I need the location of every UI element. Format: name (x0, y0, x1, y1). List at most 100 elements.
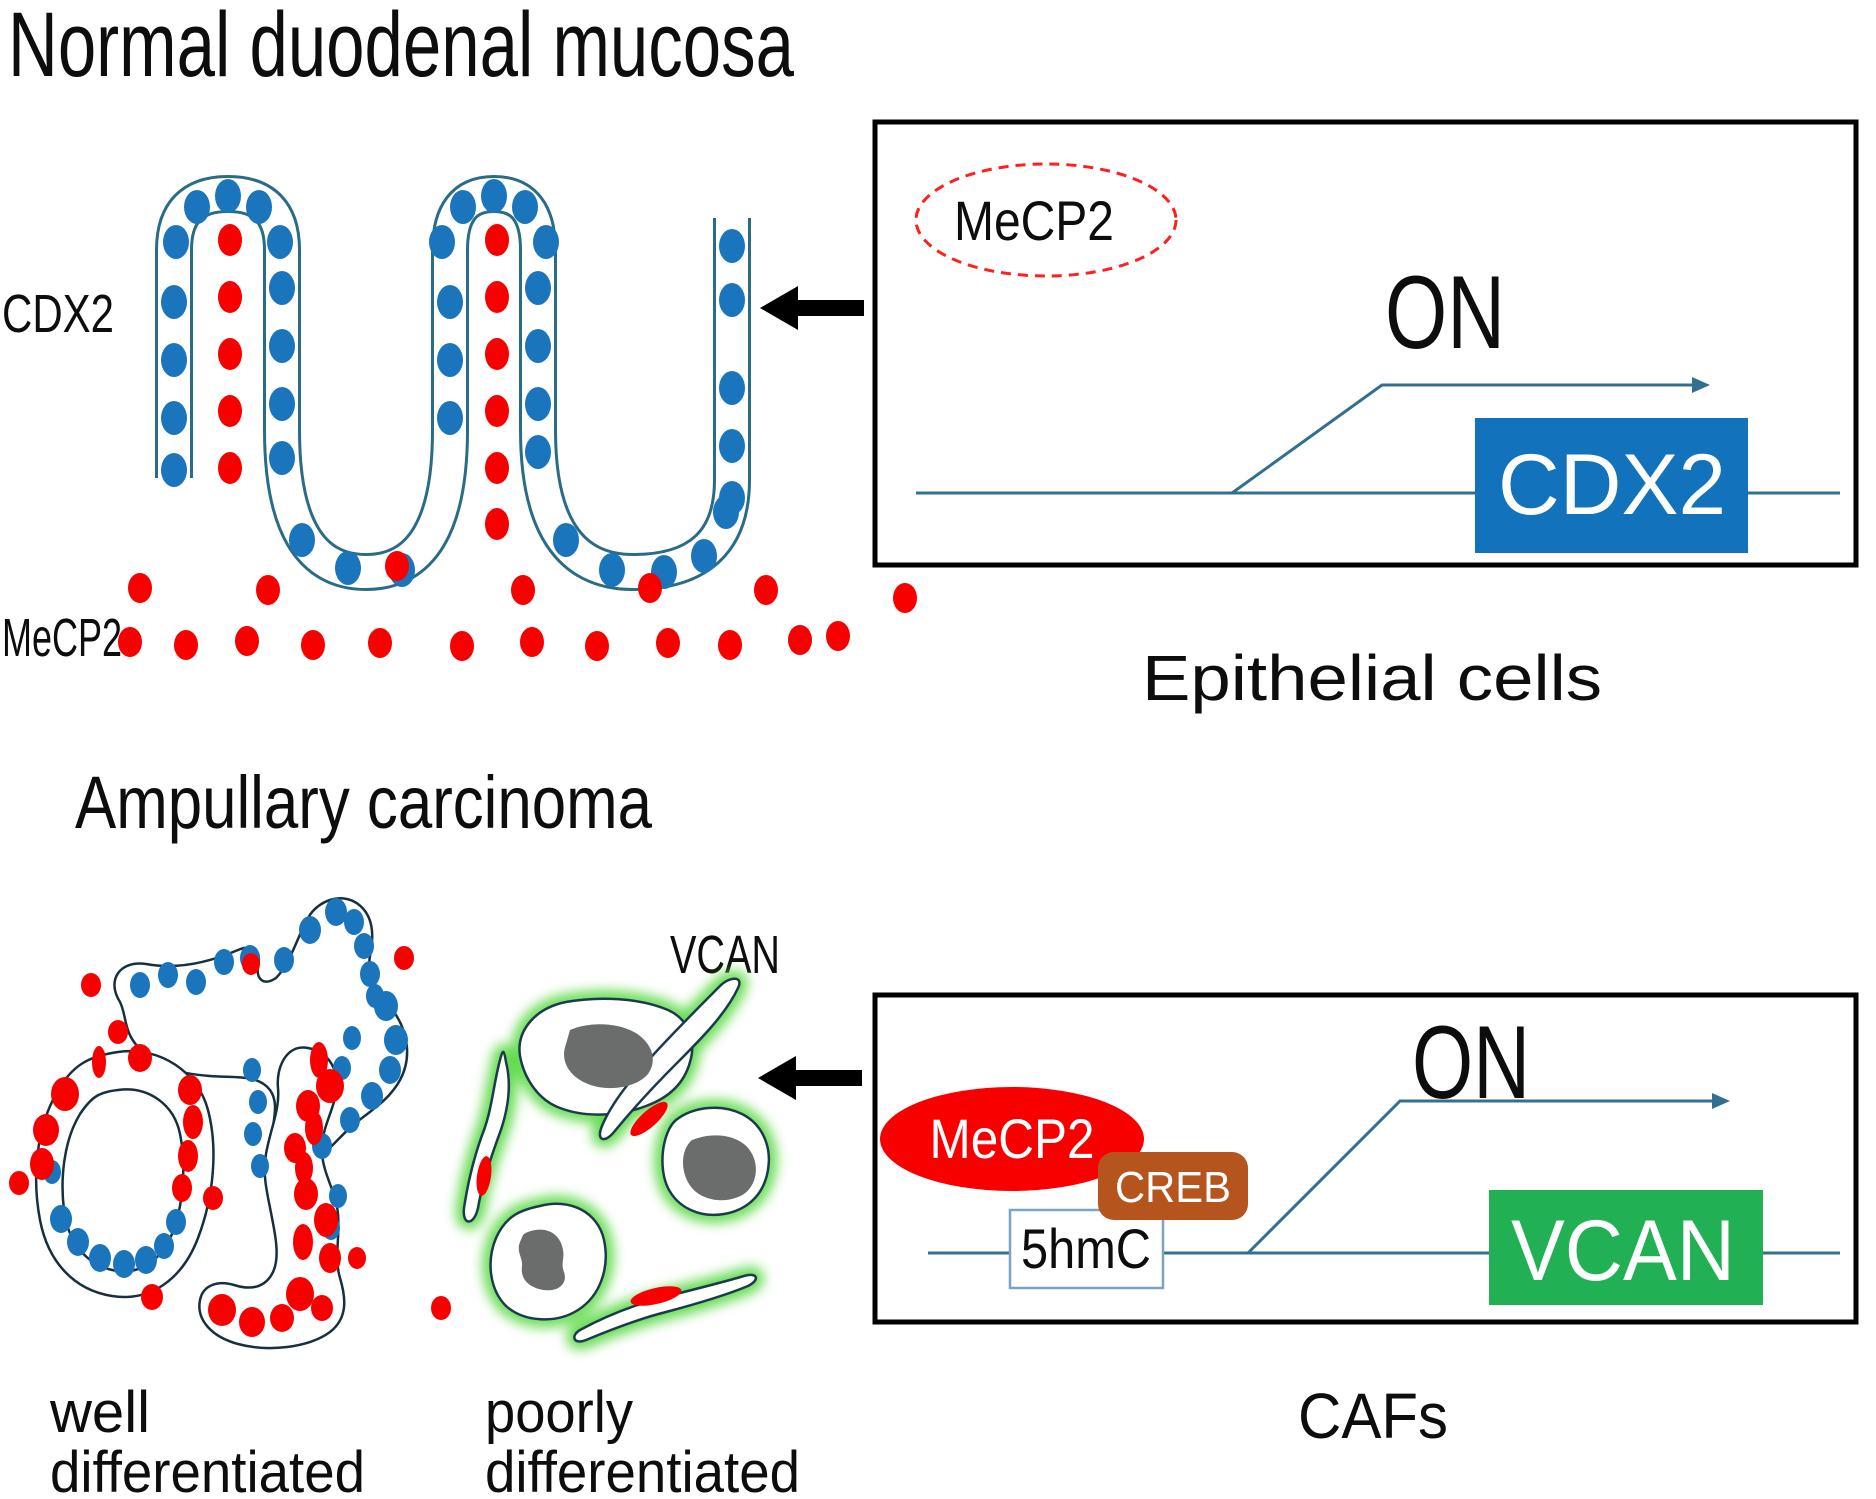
nucleus-dot (385, 551, 409, 581)
nucleus-dot (485, 395, 509, 427)
nucleus-dot (754, 575, 778, 605)
nucleus-dot (218, 338, 242, 370)
nucleus-dot (314, 1203, 338, 1237)
nucleus-dot (599, 553, 625, 587)
nucleus-dot (269, 387, 295, 421)
nucleus-dot (267, 225, 293, 259)
nucleus-dot (329, 1184, 347, 1208)
nucleus-dot (343, 1026, 361, 1050)
normal-mucosa-illustration (118, 179, 917, 661)
nucleus-dot (293, 1224, 313, 1260)
caf-grey-nuclei (518, 1024, 756, 1291)
nucleus-dot (249, 1090, 267, 1114)
top-title: Normal duodenal mucosa (8, 0, 795, 96)
mecp2-dashed-oval (914, 162, 1178, 278)
creb-label: CREB (1115, 1163, 1231, 1212)
vcan-gene-box (1489, 1190, 1763, 1305)
nucleus-dot (354, 933, 374, 959)
transcription-arrowhead-top (1692, 377, 1710, 393)
nucleus-dot (437, 401, 463, 435)
nucleus-dot (429, 225, 455, 259)
nucleus-dot (161, 401, 187, 435)
nucleus-dot (30, 1148, 54, 1180)
nucleus-dot (269, 441, 295, 475)
nucleus-dot (113, 1250, 135, 1278)
nucleus-dot (118, 627, 142, 657)
vcan-gene-box-label: VCAN (1511, 1203, 1735, 1299)
lamina-mecp2-dots (218, 224, 509, 540)
nucleus-dot (325, 898, 347, 926)
stroma-mecp2-dots (118, 551, 917, 661)
nucleus-dot (719, 429, 745, 463)
well-diff-label-line1: well (49, 1380, 150, 1445)
nucleus-dot (81, 973, 101, 997)
nucleus-dot (485, 224, 509, 256)
nucleus-dot (67, 1228, 89, 1256)
nucleus-dot (239, 1307, 265, 1337)
nucleus-dot (203, 1186, 223, 1210)
nucleus-dot (360, 961, 380, 987)
nucleus-dot (208, 1294, 236, 1326)
nucleus-dot (553, 523, 579, 557)
poorly-diff-label-line1: poorly (485, 1380, 633, 1445)
nucleus-dot (485, 508, 509, 540)
nucleus-dot (485, 338, 509, 370)
nucleus-dot (184, 190, 210, 224)
nucleus-dot (366, 984, 384, 1008)
nucleus-dot (161, 453, 187, 487)
nucleus-dot (719, 283, 745, 317)
nucleus-dot (311, 1295, 333, 1321)
nucleus-dot (178, 1075, 202, 1105)
well-diff-label-line2: differentiated (50, 1440, 365, 1499)
nucleus-dot (361, 1082, 383, 1110)
nucleus-dot (269, 271, 295, 305)
nucleus-dot (344, 909, 364, 935)
nucleus-dot (166, 1209, 186, 1235)
nucleus-dot (215, 179, 241, 213)
on-state-label-bottom: ON (1412, 1005, 1530, 1121)
cdx2-side-label: CDX2 (2, 284, 114, 344)
nucleus-dot (243, 1058, 261, 1082)
nucleus-dot (135, 1246, 157, 1274)
grey-nucleus (518, 1229, 565, 1291)
mecp2-side-label: MeCP2 (2, 608, 122, 668)
nucleus-dot (174, 630, 198, 660)
nucleus-dot (450, 190, 476, 224)
nucleus-dot (525, 329, 551, 363)
nucleus-dot (294, 1178, 318, 1210)
nucleus-dot (379, 1056, 401, 1084)
nucleus-dot (511, 575, 535, 605)
red-spindle-nucleus (630, 1101, 668, 1137)
nucleus-dot (638, 573, 662, 603)
nucleus-dot (512, 190, 538, 224)
nucleus-dot (183, 1105, 203, 1139)
red-spindle-nucleus (476, 1156, 492, 1196)
mecp2-protein-label: MeCP2 (930, 1107, 1095, 1170)
nucleus-dot (481, 179, 507, 213)
nucleus-dot (431, 1296, 451, 1320)
nucleus-dot (437, 343, 463, 377)
grey-nucleus (683, 1135, 756, 1201)
nucleus-dot (218, 224, 242, 256)
nucleus-dot (244, 1122, 262, 1146)
nucleus-dot (719, 371, 745, 405)
nucleus-dot (719, 229, 745, 263)
nucleus-dot (161, 285, 187, 319)
nucleus-dot (718, 630, 742, 660)
nucleus-dot (520, 627, 544, 657)
mecp2-dashed-oval-label: MeCP2 (954, 189, 1114, 252)
nucleus-dot (270, 1304, 294, 1332)
caf-panel: ON MeCP2 CREB 5hmC VCAN (872, 992, 1859, 1325)
mecp2-protein-oval (880, 1087, 1144, 1191)
nucleus-dot (788, 625, 812, 655)
creb-box (1098, 1152, 1248, 1220)
epithelial-caption: Epithelial cells (1142, 642, 1602, 714)
nucleus-dot (656, 628, 680, 658)
nucleus-dot (691, 539, 717, 573)
nucleus-dot (218, 281, 242, 313)
nucleus-dot (235, 626, 259, 656)
nucleus-dot (335, 551, 361, 585)
nucleus-dot (92, 1046, 106, 1078)
nucleus-dot (319, 1243, 341, 1273)
